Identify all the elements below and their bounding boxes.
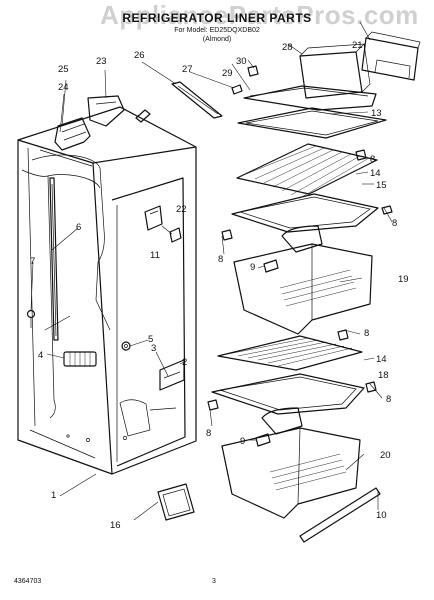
callout-14-b: 14 <box>376 354 387 365</box>
page-number: 3 <box>212 578 216 585</box>
callout-8-f: 8 <box>206 428 211 439</box>
liner-trim-strip <box>49 177 59 341</box>
pan-glide-lower-right <box>365 381 377 393</box>
callout-20: 20 <box>380 450 391 461</box>
callout-8-c: 8 <box>218 254 223 265</box>
glass-shelf-frame <box>237 107 387 139</box>
lower-crisper-divider <box>261 407 303 435</box>
callout-9-a: 9 <box>250 262 255 273</box>
light-socket <box>26 309 36 328</box>
callout-28: 28 <box>282 42 293 53</box>
diagram-title: REFRIGERATOR LINER PARTS <box>122 11 312 25</box>
lower-crisper-cover-frame <box>211 373 365 415</box>
callout-13: 13 <box>371 108 382 119</box>
callout-14-a: 14 <box>370 168 381 179</box>
callout-29: 29 <box>222 68 233 79</box>
callout-4: 4 <box>38 350 43 361</box>
callout-25: 25 <box>58 64 69 75</box>
callout-16: 16 <box>110 520 121 531</box>
control-bracket <box>159 359 185 391</box>
callout-7: 7 <box>30 256 35 267</box>
callout-8-e: 8 <box>386 394 391 405</box>
upper-wire-shelf <box>236 143 378 199</box>
upper-crisper-cover-frame <box>231 193 379 233</box>
callout-9-b: 9 <box>240 436 245 447</box>
light-housing <box>87 95 125 127</box>
dairy-bin <box>361 31 421 81</box>
leader-lines <box>30 21 393 521</box>
lower-wire-shelf <box>217 335 363 371</box>
callout-8-a: 8 <box>370 154 375 165</box>
crisper-knob-lower <box>255 433 271 447</box>
drawer-slide-rod <box>299 487 381 543</box>
callout-30: 30 <box>236 56 247 67</box>
callout-21: 21 <box>352 40 363 51</box>
model-line: For Model: ED25DQXDB02 <box>174 27 260 34</box>
rail-screw <box>231 84 243 95</box>
callout-8-b: 8 <box>392 218 397 229</box>
callout-26: 26 <box>134 50 145 61</box>
upper-crisper-drawer <box>233 243 373 335</box>
callout-15: 15 <box>376 180 387 191</box>
callout-10: 10 <box>376 510 387 521</box>
light-bracket <box>144 205 163 231</box>
icemaker-door-flap <box>157 483 195 521</box>
callout-5: 5 <box>148 334 153 345</box>
document-number: 4364703 <box>14 578 42 585</box>
screw-cap <box>121 341 131 351</box>
callout-22: 22 <box>176 204 187 215</box>
shelf-support <box>169 227 182 243</box>
pan-glide-lower-left <box>207 399 219 411</box>
lower-crisper-drawer <box>221 427 361 519</box>
shelf-rail <box>171 81 223 119</box>
light-bulb <box>135 109 151 123</box>
callout-labels: 1 2 3 4 5 6 7 8 8 8 8 8 8 9 9 10 11 13 1… <box>30 40 409 531</box>
deli-drawer <box>299 43 371 99</box>
watermark: AppliancePartsPros.com <box>100 0 419 30</box>
shelf-end-cap-upper <box>355 149 367 161</box>
air-diffuser <box>54 117 91 151</box>
shelf-end-cap-lower <box>337 329 349 341</box>
callout-3: 3 <box>151 343 156 354</box>
door-bin-clip <box>247 65 259 77</box>
crisper-knob-upper <box>263 259 279 273</box>
variant-line: (Almond) <box>202 36 232 43</box>
pan-glide-left <box>221 229 233 241</box>
callout-1: 1 <box>51 490 56 501</box>
crisper-divider <box>281 225 323 253</box>
callout-6: 6 <box>76 222 81 233</box>
callout-18: 18 <box>378 370 389 381</box>
callout-24: 24 <box>58 82 69 93</box>
callout-19: 19 <box>398 274 409 285</box>
callout-8-d: 8 <box>364 328 369 339</box>
cabinet-liner <box>17 106 197 475</box>
callout-27: 27 <box>182 64 193 75</box>
callout-2: 2 <box>182 357 187 368</box>
callout-23: 23 <box>96 56 107 67</box>
callout-11: 11 <box>150 250 160 261</box>
thermostat-control <box>63 351 97 367</box>
cabinet-wire-harness <box>21 154 105 419</box>
pan-glide-right <box>381 205 393 215</box>
